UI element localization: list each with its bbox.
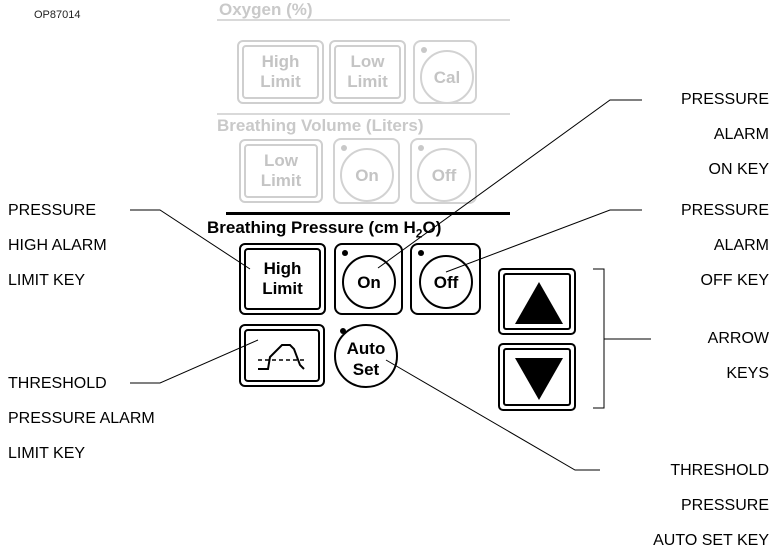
callout-line: PRESSURE [680, 91, 769, 108]
key-label: Off [433, 272, 459, 292]
arrow-keys-bracket [593, 268, 605, 409]
pressure-title-text: Breathing Pressure (cm H [207, 218, 416, 237]
indicator-led [418, 145, 424, 151]
callout-line: PRESSURE [8, 202, 97, 219]
key-label-line: Limit [260, 72, 301, 91]
key-label: On [355, 165, 379, 185]
indicator-led [418, 250, 424, 256]
callout-line: PRESSURE ALARM [8, 410, 155, 427]
callout-line: PRESSURE [680, 497, 769, 514]
key-label-line: Low [350, 52, 385, 71]
indicator-led [342, 250, 348, 256]
callout-line: OFF KEY [700, 272, 769, 289]
oxygen-high-limit-key[interactable]: High Limit [237, 40, 324, 104]
key-label-line: Limit [262, 279, 303, 298]
callout-pressure-alarm-on-key: PRESSURE ALARM ON KEY [639, 82, 769, 187]
callout-arrow-keys: ARROW KEYS [639, 321, 769, 391]
arrow-down-key[interactable] [498, 343, 576, 411]
oxygen-cal-key[interactable]: Cal [413, 40, 477, 104]
callout-line: LIMIT KEY [8, 445, 86, 462]
key-label-line: Low [264, 151, 298, 170]
volume-low-limit-key[interactable]: Low Limit [239, 139, 323, 203]
volume-off-key[interactable]: Off [410, 138, 477, 204]
arrow-up-key[interactable] [498, 268, 576, 335]
volume-section-divider [217, 113, 510, 115]
callout-line: HIGH ALARM [8, 237, 107, 254]
pressure-section-divider [226, 212, 510, 215]
oxygen-section-title: Oxygen (%) [219, 0, 313, 19]
key-label-line: Limit [347, 72, 388, 91]
callout-leader-lines [130, 99, 651, 471]
callout-line: KEYS [726, 365, 769, 382]
key-label: Cal [433, 67, 461, 87]
callout-threshold-pressure-auto-set-key: THRESHOLD PRESSURE AUTO SET KEY [599, 453, 769, 558]
leader-threshold-limit [130, 339, 259, 384]
leader-auto-set [385, 359, 600, 471]
callout-line: AUTO SET KEY [653, 532, 769, 549]
down-triangle-icon [515, 358, 563, 400]
callout-pressure-high-alarm-limit-key: PRESSURE HIGH ALARM LIMIT KEY [8, 193, 107, 298]
key-label: On [357, 272, 381, 292]
key-label-line: Auto [346, 339, 386, 358]
document-id: OP87014 [34, 9, 81, 21]
key-label-line: Limit [260, 171, 302, 190]
callout-line: ARROW [707, 330, 769, 347]
oxygen-low-limit-key[interactable]: Low Limit [329, 40, 406, 104]
pressure-high-limit-key[interactable]: High Limit [239, 243, 326, 315]
pressure-title-subscript: 2 [415, 226, 423, 241]
callout-line: THRESHOLD [8, 375, 107, 392]
indicator-led [341, 145, 347, 151]
pressure-waveform-threshold-icon [258, 343, 306, 370]
leader-alarm-on [377, 99, 642, 269]
indicator-led [340, 328, 346, 334]
key-label-line: High [261, 52, 300, 71]
callout-line: LIMIT KEY [8, 272, 86, 289]
callout-pressure-alarm-off-key: PRESSURE ALARM OFF KEY [639, 193, 769, 298]
leader-alarm-off [445, 209, 642, 273]
callout-line: ALARM [713, 237, 769, 254]
callout-line: ON KEY [708, 161, 769, 178]
key-label-line: High [263, 259, 302, 278]
pressure-on-key[interactable]: On [334, 243, 403, 315]
volume-section-title: Breathing Volume (Liters) [217, 116, 424, 135]
threshold-pressure-alarm-limit-key[interactable] [239, 324, 325, 387]
callout-line: ALARM [713, 126, 769, 143]
threshold-pressure-auto-set-key[interactable]: Auto Set [334, 324, 398, 388]
up-triangle-icon [515, 282, 563, 324]
callout-threshold-pressure-alarm-limit-key: THRESHOLD PRESSURE ALARM LIMIT KEY [8, 366, 155, 471]
key-label: Off [431, 165, 457, 185]
callout-line: THRESHOLD [670, 462, 769, 479]
callout-line: PRESSURE [680, 202, 769, 219]
oxygen-section-divider [217, 19, 510, 21]
volume-on-key[interactable]: On [333, 138, 400, 204]
indicator-led [421, 47, 427, 53]
key-label-line: Set [352, 360, 380, 379]
leader-high-limit [130, 209, 251, 270]
auto-set-label: Auto Set [336, 338, 396, 380]
pressure-off-key[interactable]: Off [410, 243, 481, 315]
